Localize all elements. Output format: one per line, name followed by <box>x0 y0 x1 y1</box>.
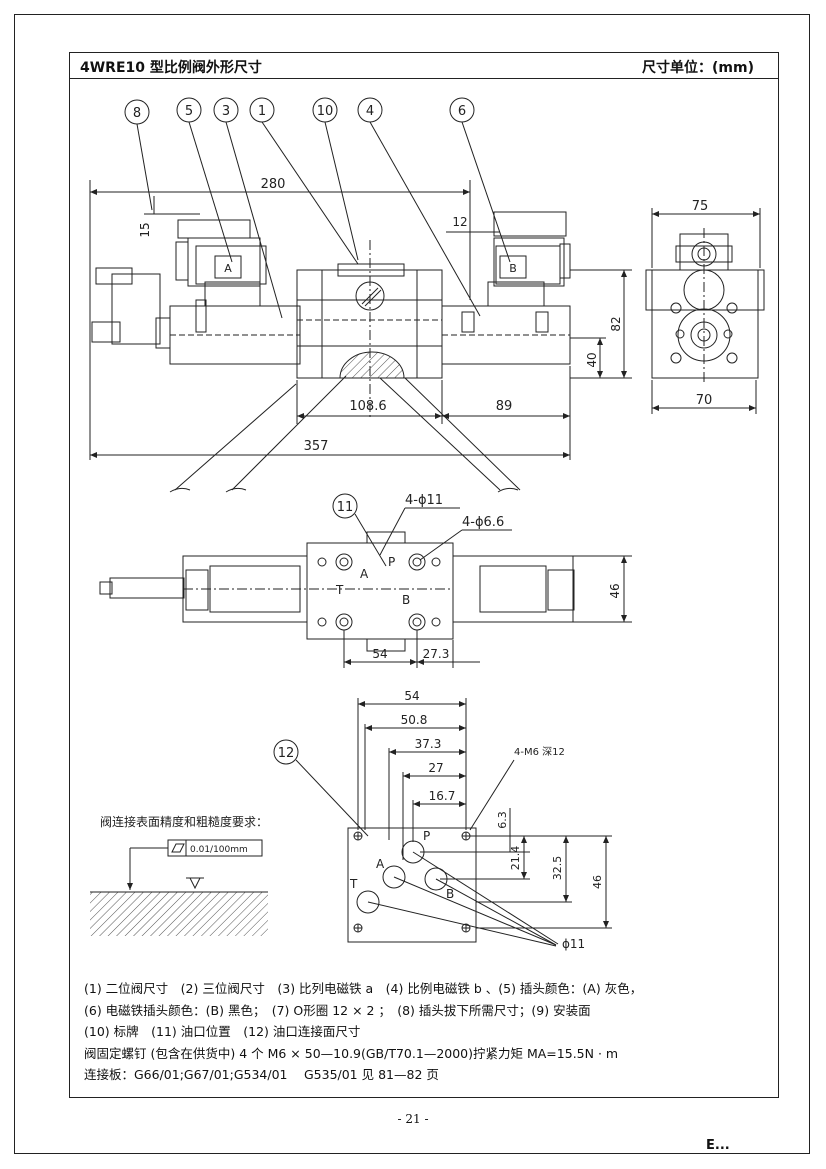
dim-280: 280 <box>261 177 286 192</box>
note-line: 连接板：G66/01;G67/01;G534/01 G535/01 见 81—8… <box>84 1067 439 1082</box>
callout-10: 10 <box>312 97 338 123</box>
if-dim-46: 46 <box>591 875 604 889</box>
page-number: - 21 - <box>397 1112 429 1126</box>
svg-text:1: 1 <box>258 104 266 119</box>
callout-4: 4 <box>357 97 383 123</box>
svg-text:12: 12 <box>278 746 295 761</box>
top-view: 11 4-ϕ11 4-ϕ6.6 A P T B <box>99 493 632 668</box>
page-title: 4WRE10 型比例阀外形尺寸 <box>80 60 262 76</box>
plug-b-label: B <box>509 262 517 275</box>
dim-40: 40 <box>585 352 599 367</box>
port-t-label: T <box>335 583 344 597</box>
dim-82: 82 <box>609 316 623 331</box>
callout-6: 6 <box>449 97 475 123</box>
drawing-panel: 4WRE10 型比例阀外形尺寸 尺寸单位：(mm) <box>69 52 779 1098</box>
dim-15: 15 <box>138 222 152 237</box>
top-dim-54: 54 <box>372 647 387 661</box>
if-port-t: T <box>349 877 358 891</box>
interface-view: 12 54 50.8 37.3 27 16.7 4-M6 深12 P <box>273 689 612 951</box>
side-view: 75 70 <box>645 199 765 414</box>
callout-3: 3 <box>213 97 239 123</box>
if-dim-21-4: 21.4 <box>509 846 522 871</box>
callout-5: 5 <box>176 97 202 123</box>
port-b-label: B <box>402 593 410 607</box>
flatness-label: 0.01/100mm <box>190 845 248 855</box>
corner-mark: E... <box>706 1138 730 1153</box>
plug-a-label: A <box>224 262 232 275</box>
front-view: 8 5 3 1 10 4 6 280 15 12 A <box>89 97 632 493</box>
note-line: (1) 二位阀尺寸 (2) 三位阀尺寸 (3) 比列电磁铁 a (4) 比例电磁… <box>84 981 643 996</box>
svg-text:10: 10 <box>317 104 334 119</box>
unit-label: 尺寸单位：(mm) <box>642 60 754 76</box>
if-dim-37-3: 37.3 <box>415 737 442 751</box>
callout-1: 1 <box>249 97 275 123</box>
callout-11: 11 <box>332 493 358 519</box>
if-dim-54: 54 <box>404 689 419 703</box>
note-line: (10) 标牌 (11) 油口位置 (12) 油口连接面尺寸 <box>84 1024 361 1039</box>
note-line: 阀固定螺钉 (包含在供货中) 4 个 M6 × 50—10.9(GB/T70.1… <box>84 1045 619 1061</box>
page-border <box>14 14 810 1154</box>
panel-header: 4WRE10 型比例阀外形尺寸 尺寸单位：(mm) <box>70 53 778 79</box>
surface-requirement: 阀连接表面精度和粗糙度要求： 0.01/100mm <box>90 814 268 936</box>
note-line: (6) 电磁铁插头颜色：(B) 黑色； (7) O形圈 12 × 2 ； (8)… <box>84 1002 591 1018</box>
if-dim-6-3: 6.3 <box>496 811 509 829</box>
svg-text:3: 3 <box>222 104 230 119</box>
svg-text:4: 4 <box>366 104 374 119</box>
top-dim-46: 46 <box>608 583 622 598</box>
top-dim-27-3: 27.3 <box>423 647 450 661</box>
dim-108-6: 108.6 <box>349 399 386 414</box>
dim-75: 75 <box>692 199 709 214</box>
port-p-label: P <box>388 555 395 569</box>
if-port-a: A <box>376 857 385 871</box>
port-a-label: A <box>360 567 369 581</box>
if-dim-32-5: 32.5 <box>551 856 564 881</box>
svg-text:6: 6 <box>458 104 466 119</box>
dim-89: 89 <box>496 399 513 414</box>
dim-357: 357 <box>304 439 329 454</box>
holes-6-6-label: 4-ϕ6.6 <box>462 515 504 530</box>
notes-block: (1) 二位阀尺寸 (2) 三位阀尺寸 (3) 比列电磁铁 a (4) 比例电磁… <box>84 978 764 1086</box>
m6-label: 4-M6 深12 <box>514 746 565 758</box>
if-dim-50-8: 50.8 <box>401 713 428 727</box>
dim-70: 70 <box>696 393 713 408</box>
if-port-p: P <box>423 829 430 843</box>
surface-req-title: 阀连接表面精度和粗糙度要求： <box>100 814 268 829</box>
callout-8: 8 <box>124 99 150 125</box>
svg-text:11: 11 <box>337 500 354 515</box>
if-dim-27: 27 <box>428 761 443 775</box>
if-port-b: B <box>446 887 454 901</box>
holes-11-label: 4-ϕ11 <box>405 493 443 508</box>
svg-text:8: 8 <box>133 106 141 121</box>
callout-12: 12 <box>273 739 299 765</box>
if-dim-16-7: 16.7 <box>429 789 456 803</box>
svg-text:5: 5 <box>185 104 193 119</box>
dim-12: 12 <box>452 215 467 229</box>
if-phi11: ϕ11 <box>562 937 585 951</box>
